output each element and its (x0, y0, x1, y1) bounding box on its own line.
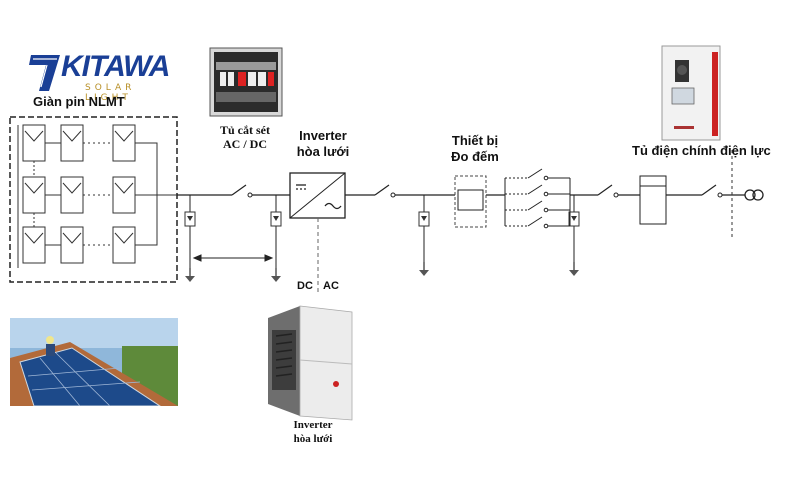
logo-mark-icon (29, 55, 60, 91)
installation-photo (10, 318, 178, 406)
meter-device (454, 175, 487, 228)
switch-contacts (247, 192, 723, 198)
main-panel-label: Tủ điện chính điện lực (632, 143, 771, 158)
kitawa-logo: KITAWA SOLAR LIGHT (25, 50, 175, 110)
main-panel-image (661, 45, 721, 141)
pv-panels (22, 124, 136, 264)
inverter-bottom-label: Inverter hòa lưới (293, 419, 333, 445)
pv-array-box (9, 116, 178, 283)
inverter-symbol (289, 172, 346, 219)
array-ground (184, 267, 196, 283)
meter-device-label: Thiết bị Đo đếm (451, 133, 499, 164)
surge-protectors (189, 195, 575, 268)
pv-string-wires (17, 125, 177, 268)
main-meter (639, 175, 667, 225)
surge-cabinet-label: Tủ cắt sét AC / DC (220, 123, 270, 151)
branch-breakers (504, 168, 571, 227)
ground-icon (270, 261, 580, 283)
inverter-image (268, 305, 353, 421)
dc-arrow (192, 254, 274, 262)
dc-label: DC (297, 280, 313, 292)
transformer-icon (744, 189, 764, 201)
brand-tagline: SOLAR LIGHT (85, 83, 136, 103)
surge-cabinet-image (209, 47, 283, 117)
panel-array-label: Giàn pin NLMT (33, 94, 125, 109)
brand-name: KITAWA (61, 50, 170, 83)
inverter-top-label: Inverter hòa lưới (296, 128, 350, 159)
ac-label: AC (323, 280, 339, 292)
